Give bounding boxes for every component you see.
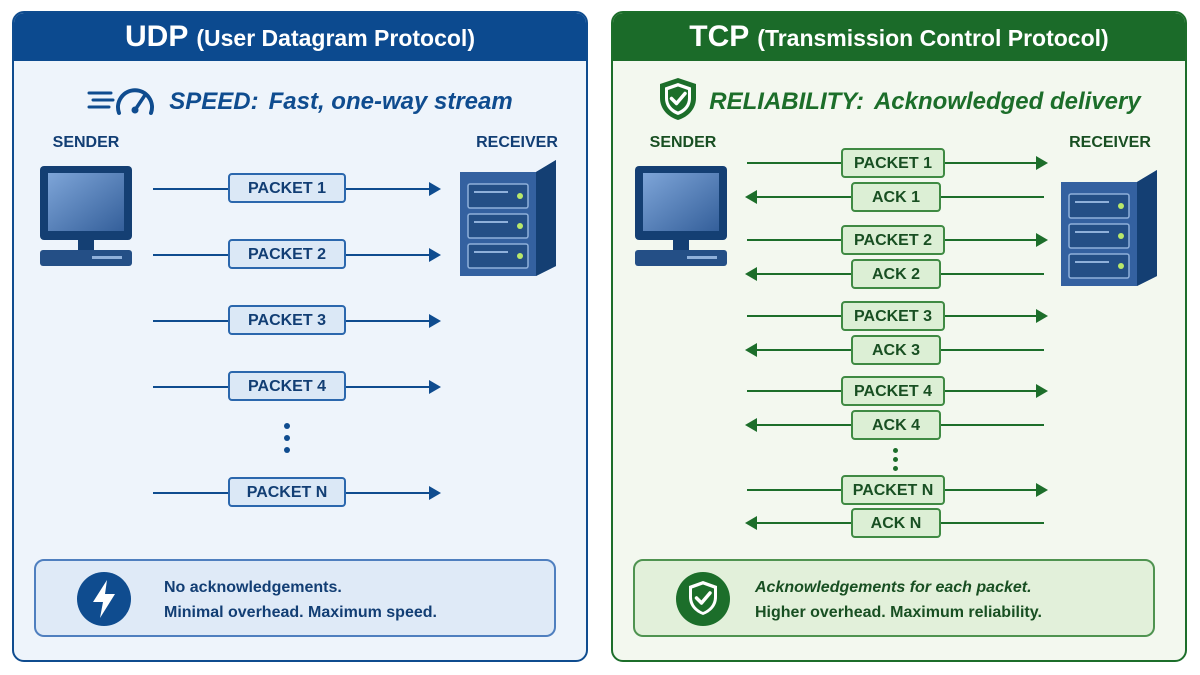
tcp-ack-box: ACK 3 (851, 335, 941, 365)
udp-packet-box: PACKET 2 (228, 239, 346, 269)
udp-note-line-2: Minimal overhead. Maximum speed. (164, 604, 437, 621)
udp-packet-row: PACKET N (14, 473, 586, 513)
tcp-receiver-server-icon (1059, 168, 1163, 293)
udp-panel: UDP (User Datagram Protocol) SPEED: Fast,… (12, 11, 588, 662)
udp-tagline-text: Fast, one-way stream (268, 88, 513, 115)
tcp-tagline: RELIABILITY: Acknowledged delivery (613, 75, 1185, 129)
lightning-bolt-icon (76, 571, 132, 627)
udp-packet-row: PACKET 2 (14, 235, 586, 275)
tcp-sender-label: SENDER (649, 134, 717, 151)
shield-check-icon (675, 571, 731, 627)
tcp-summary-note: Acknowledgements for each packet. Higher… (633, 559, 1155, 637)
arrow-left-icon (745, 190, 757, 204)
udp-tagline: SPEED: Fast, one-way stream (14, 75, 586, 129)
tcp-packet-box: PACKET 1 (841, 148, 945, 178)
tcp-ack-box: ACK N (851, 508, 941, 538)
tcp-ack-row: ACK 1 (613, 180, 1185, 214)
udp-header: UDP (User Datagram Protocol) (14, 13, 586, 61)
udp-packet-row: PACKET 4 (14, 367, 586, 407)
arrow-right-icon (429, 182, 441, 196)
udp-packet-box: PACKET 4 (228, 371, 346, 401)
udp-sender-label: SENDER (52, 134, 120, 151)
udp-title-abbr: UDP (125, 20, 189, 53)
udp-receiver-label: RECEIVER (476, 134, 558, 151)
arrow-right-icon (1036, 156, 1048, 170)
udp-note-line-1: No acknowledgements. (164, 579, 342, 596)
udp-continuation-dots (284, 423, 290, 453)
arrow-right-icon (1036, 233, 1048, 247)
tcp-ack-row: ACK 4 (613, 408, 1185, 442)
udp-sender-computer-icon (38, 164, 134, 273)
arrow-right-icon (429, 248, 441, 262)
tcp-packet-box: PACKET 3 (841, 301, 945, 331)
tcp-packet-row: PACKET 1 (613, 146, 1185, 180)
tcp-panel: TCP (Transmission Control Protocol) RELIA… (611, 11, 1187, 662)
arrow-right-icon (1036, 384, 1048, 398)
tcp-ack-box: ACK 4 (851, 410, 941, 440)
tcp-header: TCP (Transmission Control Protocol) (613, 13, 1185, 61)
speedometer-icon (87, 79, 159, 126)
arrow-right-icon (1036, 483, 1048, 497)
udp-packet-box: PACKET N (228, 477, 346, 507)
tcp-title-full: (Transmission Control Protocol) (757, 25, 1109, 51)
udp-packet-box: PACKET 1 (228, 173, 346, 203)
tcp-title-abbr: TCP (689, 20, 750, 53)
arrow-right-icon (429, 486, 441, 500)
tcp-packet-row: PACKET 2 (613, 223, 1185, 257)
udp-title-full: (User Datagram Protocol) (196, 25, 475, 51)
tcp-packet-box: PACKET N (841, 475, 945, 505)
arrow-left-icon (745, 343, 757, 357)
tcp-ack-box: ACK 1 (851, 182, 941, 212)
arrow-left-icon (745, 516, 757, 530)
udp-packet-row: PACKET 1 (14, 169, 586, 209)
tcp-ack-row: ACK 3 (613, 333, 1185, 367)
arrow-left-icon (745, 418, 757, 432)
tcp-ack-row: ACK N (613, 506, 1185, 540)
arrow-right-icon (429, 314, 441, 328)
tcp-continuation-dots (893, 448, 898, 471)
udp-tagline-label: SPEED: (169, 88, 259, 115)
tcp-ack-box: ACK 2 (851, 259, 941, 289)
tcp-receiver-label: RECEIVER (1069, 134, 1151, 151)
arrow-right-icon (429, 380, 441, 394)
udp-receiver-server-icon (458, 158, 562, 283)
udp-packet-row: PACKET 3 (14, 301, 586, 341)
tcp-packet-row: PACKET N (613, 473, 1185, 507)
udp-packet-box: PACKET 3 (228, 305, 346, 335)
tcp-packet-row: PACKET 4 (613, 374, 1185, 408)
tcp-packet-box: PACKET 4 (841, 376, 945, 406)
tcp-sender-computer-icon (633, 164, 729, 273)
tcp-note-line-1: Acknowledgements for each packet. (755, 579, 1032, 596)
tcp-packet-row: PACKET 3 (613, 299, 1185, 333)
arrow-left-icon (745, 267, 757, 281)
shield-check-icon (657, 76, 699, 129)
tcp-ack-row: ACK 2 (613, 257, 1185, 291)
tcp-tagline-text: Acknowledged delivery (873, 88, 1141, 115)
arrow-right-icon (1036, 309, 1048, 323)
tcp-tagline-label: RELIABILITY: (709, 88, 864, 115)
udp-summary-note: No acknowledgements. Minimal overhead. M… (34, 559, 556, 637)
tcp-packet-box: PACKET 2 (841, 225, 945, 255)
tcp-note-line-2: Higher overhead. Maximum reliability. (755, 604, 1042, 621)
